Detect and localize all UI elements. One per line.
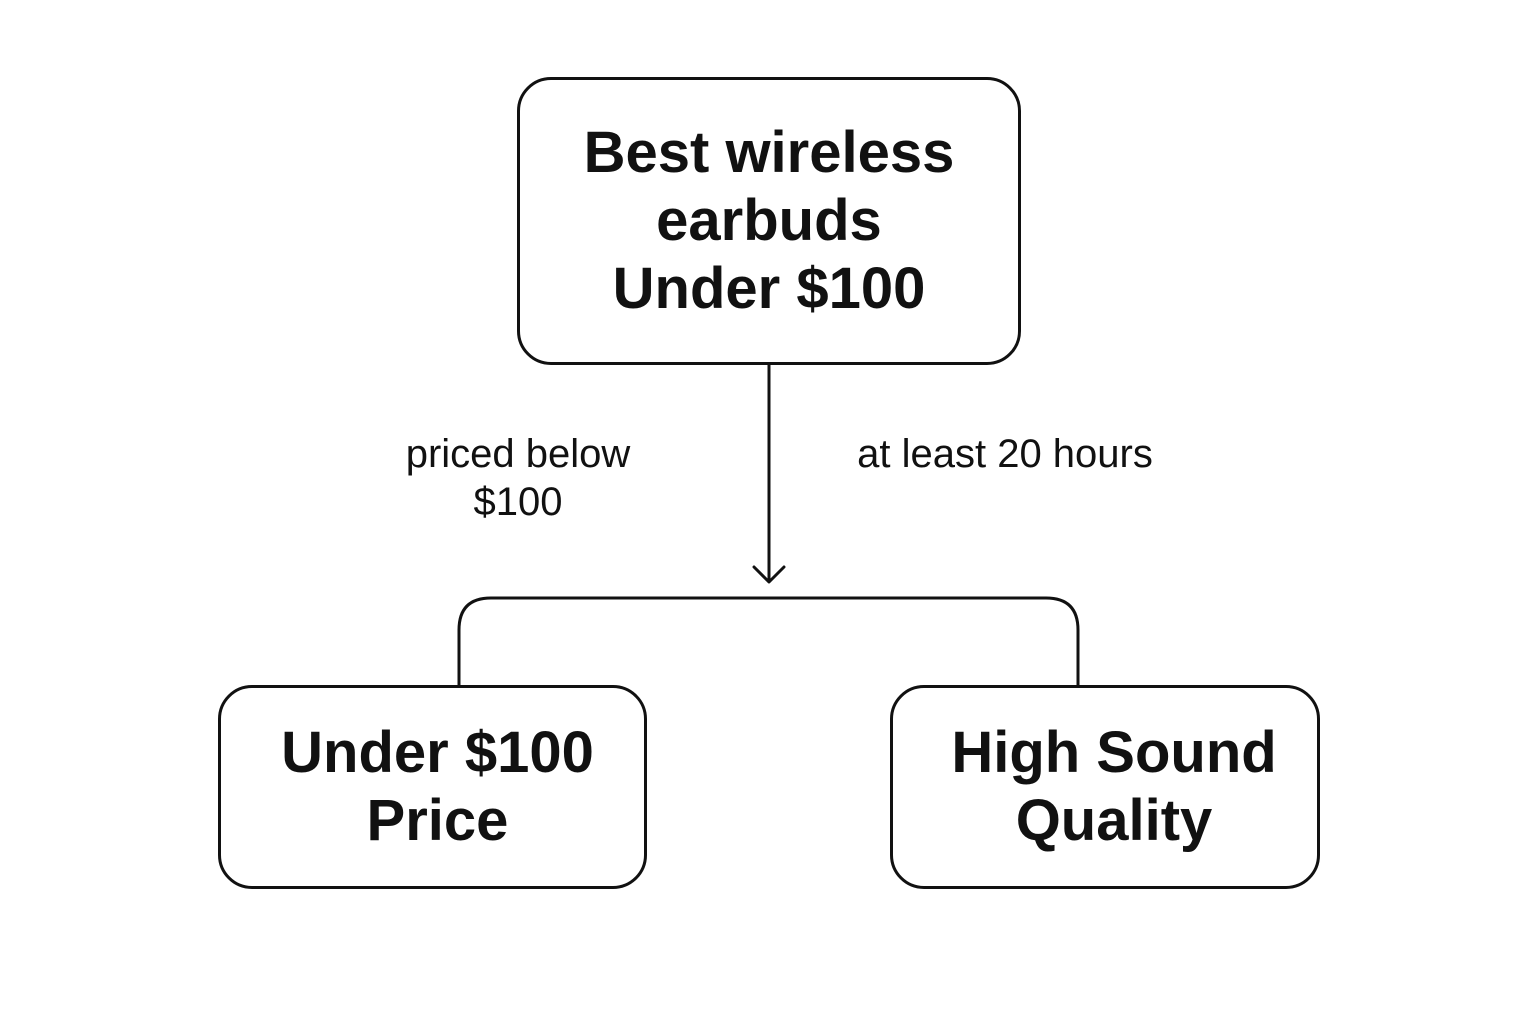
root-node-line-2: earbuds <box>656 188 882 253</box>
root-node-line-3: Under $100 <box>612 256 926 321</box>
branch-bracket <box>457 596 1080 685</box>
child-node-price-line-1: Under $100 <box>281 720 594 785</box>
edge-label-battery: at least 20 hours <box>840 430 1170 478</box>
child-node-price: Under $100 Price <box>218 685 647 889</box>
child-node-sound-quality: High Sound Quality <box>890 685 1320 889</box>
edge-label-price-line-2: $100 <box>473 480 563 524</box>
edge-label-price-line-1: priced below <box>405 432 631 476</box>
root-node: Best wireless earbuds Under $100 <box>517 77 1021 365</box>
arrowhead <box>752 565 786 584</box>
root-node-line-1: Best wireless <box>583 120 955 185</box>
edge-label-battery-line-1: at least 20 hours <box>857 432 1153 476</box>
child-node-price-line-2: Price <box>366 788 509 853</box>
child-node-sound-line-2: Quality <box>1015 788 1213 853</box>
edge-label-price: priced below $100 <box>388 430 648 526</box>
child-node-sound-line-1: High Sound <box>951 720 1277 785</box>
